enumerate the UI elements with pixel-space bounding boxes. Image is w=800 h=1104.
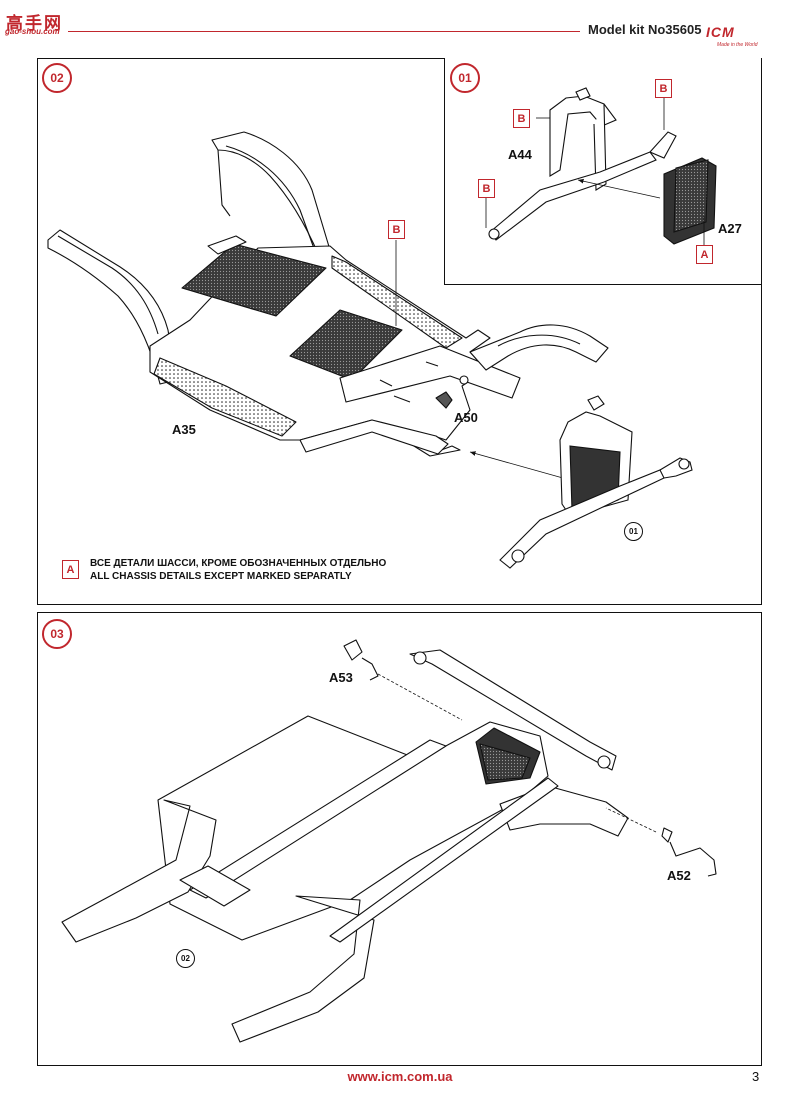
- tag-b-step02: B: [388, 220, 405, 239]
- tag-a-step01: A: [696, 245, 713, 264]
- watermark-chinese-text: 高手网: [6, 14, 63, 33]
- reference-step-02: 02: [176, 949, 195, 968]
- tag-a-note: A: [62, 560, 79, 579]
- note-russian: ВСЕ ДЕТАЛИ ШАССИ, КРОМЕ ОБОЗНАЧЕННЫХ ОТД…: [90, 558, 387, 569]
- tag-b-upper-right: B: [655, 79, 672, 98]
- chassis-a35-drawing: [47, 131, 609, 457]
- tag-b-lower-left: B: [478, 179, 495, 198]
- step-03-number: 03: [42, 619, 72, 649]
- icm-logo-tagline: Made in the World: [717, 42, 758, 48]
- radiator-assembly-01-drawing: [499, 395, 693, 569]
- part-label-a52: A52: [667, 868, 691, 883]
- footer-website[interactable]: www.icm.com.ua: [347, 1069, 453, 1084]
- model-kit-number: Model kit No35605: [588, 22, 702, 37]
- part-label-a53: A53: [329, 670, 353, 685]
- part-label-a27: A27: [718, 221, 742, 236]
- tag-b-upper-left: B: [513, 109, 530, 128]
- watermark-english-text: gao-shou.com: [5, 27, 60, 36]
- header-rule: [68, 31, 580, 32]
- step-01-number: 01: [450, 63, 480, 93]
- part-label-a44: A44: [508, 147, 532, 162]
- page-number: 3: [752, 1069, 760, 1084]
- step-03-chassis-drawing: [61, 639, 717, 1043]
- step-02-number: 02: [42, 63, 72, 93]
- part-label-a35: A35: [172, 422, 196, 437]
- part-label-a50: A50: [454, 410, 478, 425]
- reference-step-01: 01: [624, 522, 643, 541]
- step-01-radiator-drawing: [488, 87, 717, 245]
- icm-logo: ICM: [706, 24, 735, 40]
- note-english: ALL CHASSIS DETAILS EXCEPT MARKED SEPARA…: [90, 571, 352, 582]
